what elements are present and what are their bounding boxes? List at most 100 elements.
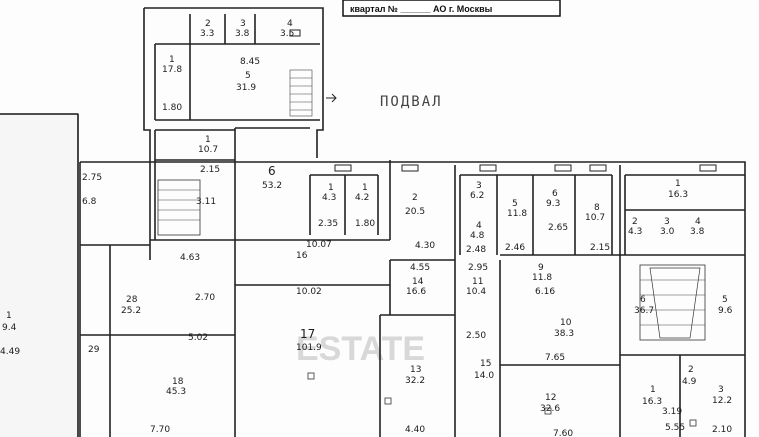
room-area: 11.8 [532,273,552,283]
room-label: 16 [296,251,308,261]
room-label: 29 [88,345,100,355]
room-label: 1 [328,183,334,193]
room-label: 6 [552,189,558,199]
room-label: 1 [650,385,656,395]
room-label: 10 [560,318,572,328]
room-label: 15 [480,359,491,369]
room-label: 6 [640,295,646,305]
room-area: 10.7 [198,145,218,155]
room-area: 20.5 [405,207,425,217]
room-area: 31.9 [236,83,256,93]
dimension: 7.60 [553,429,573,437]
room-label: 2 [412,193,418,203]
room-area: 6.2 [470,191,484,201]
room-area: 101.9 [296,343,322,353]
room-label: 1 [205,135,211,145]
room-label: 1 [169,55,175,65]
dimension: 4.40 [405,425,425,435]
room-area: 32.2 [405,376,425,386]
room-area: 16.3 [642,397,662,407]
dimension: 6.8 [82,197,97,207]
dimension: 7.70 [150,425,170,435]
room-area: 36.7 [634,306,654,316]
room-label: 5 [245,71,251,81]
room-area: 53.2 [262,181,282,191]
room-label: 3 [476,181,482,191]
room-label: 14 [412,277,424,287]
room-label: 1 [6,311,12,321]
dimension: 3.11 [196,197,216,207]
room-area: 45.3 [166,387,186,397]
header-text: квартал № ______ АО г. Москвы [350,4,493,14]
room-label: 2 [205,19,211,29]
dimension: 4.49 [0,347,20,357]
room-area: 4.3 [322,193,336,203]
header-box: квартал № ______ АО г. Москвы [342,0,561,17]
room-area: 3.5 [280,29,294,39]
room-label: 8 [594,203,600,213]
room-area: 4.2 [355,193,369,203]
room-label: 1 [675,179,681,189]
room-label: 4 [695,217,701,227]
dimension: 4.63 [180,253,200,263]
room-label: 11 [472,277,483,287]
room-area: 4.9 [682,377,697,387]
dimension: 5.55 [665,423,685,433]
dimension: 2.48 [466,245,486,255]
room-label: 13 [410,365,421,375]
room-label: 4 [476,221,482,231]
room-label: 3 [718,385,724,395]
dimension: 6.16 [535,287,555,297]
room-area: 16.3 [668,190,688,200]
walls [0,7,746,437]
room-area: 9.6 [718,306,733,316]
dimension: 10.02 [296,287,322,297]
room-label: 2 [632,217,638,227]
dimension: 2.10 [712,425,732,435]
left-sheet [0,113,79,437]
room-area: 14.0 [474,371,494,381]
room-area: 38.3 [554,329,574,339]
dimension: 5.02 [188,333,208,343]
room-label: 18 [172,377,184,387]
dimension: 10.07 [306,240,332,250]
dimension: 2.95 [468,263,488,273]
room-label: 4 [287,19,293,29]
room-label: 3 [664,217,670,227]
room-area: 17.8 [162,65,182,75]
room-area: 9.4 [2,323,17,333]
dimension: 2.46 [505,243,525,253]
room-area: 32.6 [540,404,560,414]
room-label: 6 [268,164,276,178]
watermark: ESTATE [296,330,425,368]
dimension: 1.80 [162,103,182,113]
room-area: 10.4 [466,287,486,297]
room-area: 25.2 [121,306,141,316]
dimension: 2.65 [548,223,568,233]
room-label: 28 [126,295,138,305]
room-label: 5 [722,295,728,305]
arrow-icon [326,93,337,103]
dimension: 1.80 [355,219,375,229]
room-area: 3.8 [690,227,705,237]
room-label: 5 [512,199,518,209]
room-label: 12 [545,393,556,403]
dimension: 4.55 [410,263,430,273]
dimension: 3.19 [662,407,682,417]
room-label: 17 [300,327,315,341]
dimension-labels: 8.45 1.80 2.15 3.11 4.63 2.70 5.02 10.07… [0,57,732,437]
floor-title: ПОДВАЛ [380,94,443,110]
room-label: 1 [362,183,368,193]
dimension: 2.75 [82,173,102,183]
room-area: 3.8 [235,29,250,39]
room-area: 10.7 [585,213,605,223]
room-area: 12.2 [712,396,732,406]
dimension: 2.50 [466,331,486,341]
room-area: 4.8 [470,231,485,241]
room-area: 16.6 [406,287,426,297]
room-area: 3.0 [660,227,675,237]
room-label: 3 [240,19,246,29]
dimension: 2.15 [200,165,220,175]
room-area: 11.8 [507,209,527,219]
